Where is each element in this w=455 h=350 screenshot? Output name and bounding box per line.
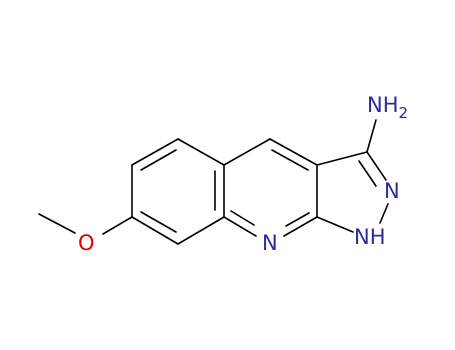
- bond-c8a-c4a: [177, 138, 225, 166]
- bond-c3-n2: [366, 151, 387, 181]
- bond-c6-c7: [131, 216, 179, 245]
- bond-c4a-c5: [131, 138, 179, 166]
- bond-c4a-c5-inner: [140, 149, 177, 171]
- pyrazole-n-label: N: [384, 179, 400, 203]
- bond-c9-c9a-inner: [271, 149, 309, 171]
- bond-n1-c3a: [283, 216, 318, 237]
- bond-c9-c9a: [269, 138, 318, 166]
- bond-c8-n1: [223, 216, 257, 237]
- bond-c3-n2-inner: [358, 160, 377, 187]
- methoxy-o-label: O: [78, 231, 95, 255]
- bond-c7-o: [102, 216, 133, 235]
- bond-c8a-c9: [223, 138, 271, 166]
- bond-n1-c3a-inner: [285, 212, 310, 227]
- bond-c9a-c3: [316, 151, 368, 166]
- bond-c3-nh2: [366, 119, 377, 153]
- pyridine-n-label: N: [262, 231, 278, 255]
- bond-c8-n1-inner: [230, 210, 255, 226]
- bond-n1h-c3a: [316, 216, 354, 233]
- pyrazole-nh-label: NH: [354, 225, 386, 249]
- bond-n2-n1h: [379, 203, 389, 224]
- bond-c7-c8: [177, 216, 225, 245]
- amine-label: NH2: [367, 93, 408, 122]
- bond-c6-c7-inner: [140, 211, 177, 233]
- bond-o-ch3: [38, 213, 76, 234]
